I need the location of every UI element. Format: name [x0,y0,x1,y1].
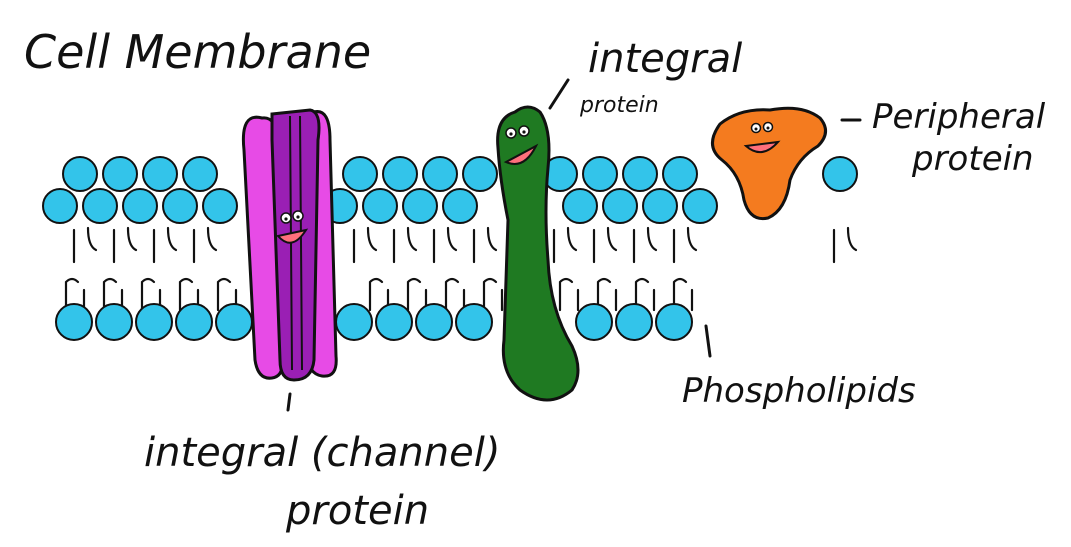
phospholipid-tail [408,228,416,250]
phospholipid-head [603,189,637,223]
phospholipid-head [103,157,137,191]
phospholipid-tail [208,228,216,250]
phospholipid-tail [688,228,696,250]
phospholipid-head [643,189,677,223]
phospholipid-head [576,304,612,340]
phospholipid-tail [608,228,616,250]
phospholipid-head [663,157,697,191]
phospholipid-head [163,189,197,223]
phospholipid-head [583,157,617,191]
channel-protein [243,110,336,380]
phospholipid-bilayer [43,157,857,340]
phospholipid-head [623,157,657,191]
label-peripheral-protein-line2: protein [911,139,1034,179]
label-phospholipids: Phospholipids [682,371,916,411]
phospholipid-head [563,189,597,223]
phospholipid-head [416,304,452,340]
phospholipid-head [143,157,177,191]
phospholipid-head [96,304,132,340]
phospholipid-tail [88,228,96,250]
phospholipid-head [63,157,97,191]
integral-protein [498,107,578,400]
phospholipid-tail [128,228,136,250]
label-integral-protein-line2: protein [579,93,659,118]
phospholipid-head [363,189,397,223]
phospholipid-head [376,304,412,340]
integral-protein-body [498,107,578,400]
phospholipid-tail [408,279,420,310]
phospholipid-head [136,304,172,340]
phospholipid-tail [488,228,496,250]
phospholipid-tail [448,228,456,250]
phospholipid-tail [368,228,376,250]
phospholipid-head [443,189,477,223]
phospholipid-head [683,189,717,223]
label-channel-protein-line2: protein [285,488,429,534]
diagram-title: Cell Membrane [24,25,371,79]
peripheral-protein [712,108,825,218]
phospholipid-head [456,304,492,340]
phospholipid-head [176,304,212,340]
phospholipid-tail [370,279,382,310]
phospholipid-head [203,189,237,223]
phospholipid-tail [568,228,576,250]
phospholipid-head [123,189,157,223]
phospholipid-tail [484,279,496,310]
phospholipid-tail [848,228,856,250]
phospholipid-tail [648,228,656,250]
phospholipid-head [43,189,77,223]
phospholipid-tail [560,279,572,310]
phospholipid-head [403,189,437,223]
phospholipid-head [423,157,457,191]
phospholipid-tail [168,228,176,250]
phospholipid-head [656,304,692,340]
phospholipid-head [183,157,217,191]
phospholipid-head [616,304,652,340]
phospholipid-tail [446,279,458,310]
pointer-line-phospholipids [706,326,710,356]
phospholipid-head [336,304,372,340]
phospholipid-head [343,157,377,191]
label-integral-protein-line1: integral [588,36,742,82]
label-peripheral-protein-line1: Peripheral [872,97,1046,137]
channel-protein-center-column [272,110,319,380]
label-channel-protein-line1: integral (channel) [144,430,500,476]
phospholipid-head [83,189,117,223]
phospholipid-head [383,157,417,191]
phospholipid-head [56,304,92,340]
phospholipid-head [463,157,497,191]
pointer-line-integral [550,80,568,108]
phospholipid-head [823,157,857,191]
pointer-line-channel [288,394,290,410]
phospholipid-head [216,304,252,340]
